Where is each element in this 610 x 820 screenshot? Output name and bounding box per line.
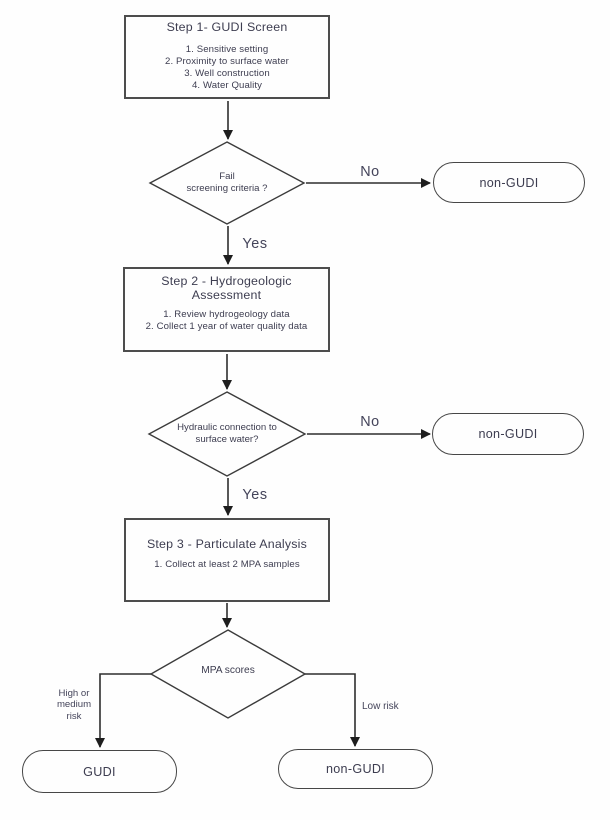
decision3-diamond [149, 629, 307, 719]
decision2-label: Hydraulic connection to surface water? [142, 422, 312, 445]
step1-title: Step 1- GUDI Screen [166, 20, 288, 34]
step3-title: Step 3 - Particulate Analysis [146, 537, 308, 551]
edge-label-yes-1: Yes [242, 236, 268, 252]
step2-title: Step 2 - Hydrogeologic Assessment [161, 274, 292, 302]
edge-label-high-medium-risk-line: risk [66, 710, 82, 722]
step3-process-box: Step 3 - Particulate Analysis 1. Collect… [124, 518, 330, 602]
edge-label-high-medium-risk-line: High or [58, 688, 90, 699]
decision2-label-line: Hydraulic connection to [177, 422, 277, 433]
decision2-diamond [147, 391, 307, 477]
non-gudi-terminal-2-label: non-GUDI [478, 427, 538, 441]
edge-label-yes-2: Yes [242, 487, 268, 503]
decision1-diamond [148, 141, 306, 225]
step1-item: 3. Well construction [184, 67, 270, 79]
non-gudi-terminal-3-label: non-GUDI [325, 762, 386, 776]
decision2-label-line: surface water? [195, 433, 259, 445]
decision1-label-line: screening criteria ? [186, 182, 268, 194]
decision3-label-line: MPA scores [201, 665, 255, 676]
gudi-terminal-label: GUDI [83, 764, 116, 779]
step2-items: 1. Review hydrogeology data 2. Collect 1… [125, 309, 328, 333]
non-gudi-terminal-2: non-GUDI [432, 413, 584, 455]
step1-item: 2. Proximity to surface water [165, 55, 289, 67]
step3-item: 1. Collect at least 2 MPA samples [154, 558, 300, 570]
edge-label-no-1: No [360, 164, 380, 180]
edge-label-high-medium-risk: High or medium risk [38, 688, 110, 722]
step1-process-box: Step 1- GUDI Screen 1. Sensitive setting… [124, 15, 330, 99]
arrow-decision3-high-medium [95, 673, 151, 748]
edge-label-high-medium-risk-line: medium [56, 699, 92, 711]
edge-label-no-2: No [360, 414, 380, 430]
non-gudi-terminal-3: non-GUDI [278, 749, 433, 789]
arrow-decision3-low-risk [305, 673, 360, 747]
edge-label-low-risk: Low risk [362, 701, 399, 712]
decision1-label: Fail screening criteria ? [150, 171, 304, 194]
gudi-terminal: GUDI [22, 750, 177, 793]
non-gudi-terminal-1: non-GUDI [433, 162, 585, 203]
step2-process-box: Step 2 - Hydrogeologic Assessment 1. Rev… [123, 267, 330, 352]
step1-item: 4. Water Quality [191, 79, 263, 91]
decision3-label: MPA scores [151, 665, 305, 677]
non-gudi-terminal-1-label: non-GUDI [479, 175, 539, 190]
step2-item: 1. Review hydrogeology data [163, 309, 290, 320]
step1-items: 1. Sensitive setting 2. Proximity to sur… [126, 44, 328, 92]
step2-item: 2. Collect 1 year of water quality data [145, 321, 308, 333]
step3-items: 1. Collect at least 2 MPA samples [126, 559, 328, 571]
step1-item: 1. Sensitive setting [185, 43, 269, 55]
decision1-label-line: Fail [219, 171, 235, 182]
